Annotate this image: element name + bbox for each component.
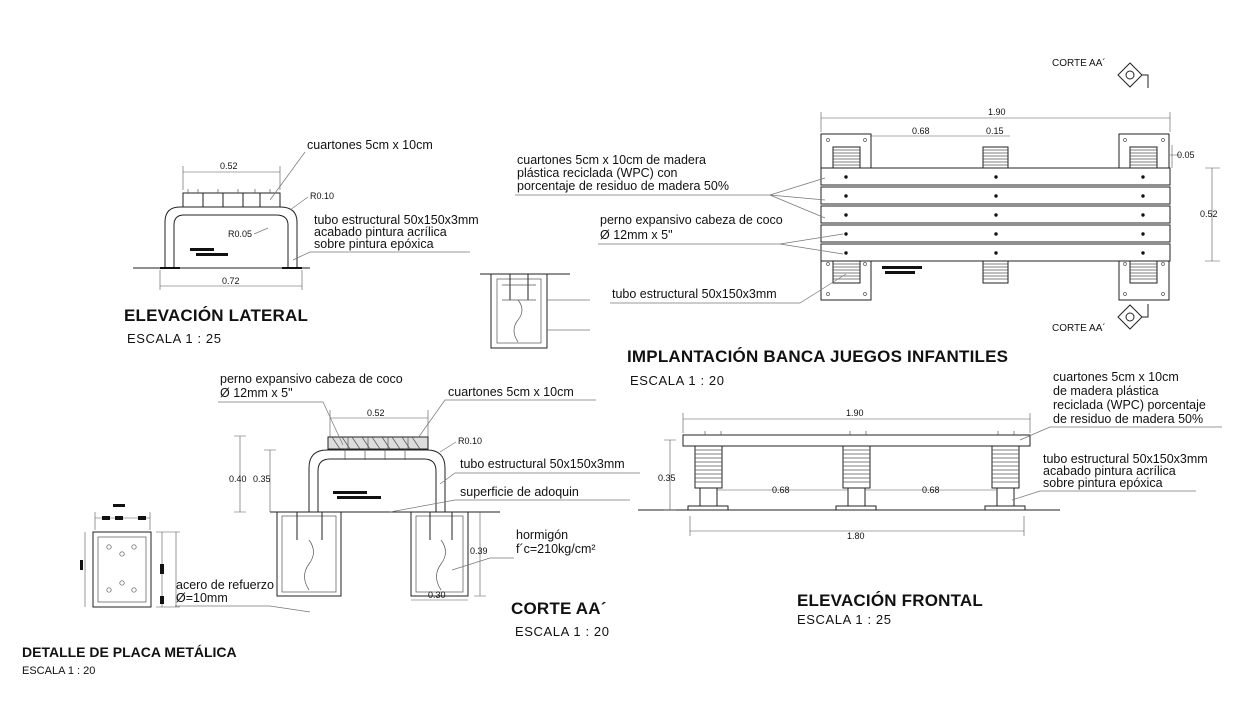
impl-dim-052: 0.52 <box>1200 209 1218 219</box>
corte-dim-030: 0.30 <box>428 590 446 600</box>
elevacion-frontal-drawing: 1.90 0.35 0.68 0.68 1.80 cuartones 5cm x… <box>638 370 1222 541</box>
section-marker-bottom: CORTE AA´ <box>1052 304 1149 334</box>
front-label-tubo-2: acabado pintura acrílica <box>1043 464 1176 478</box>
lat-dim-bottom: 0.72 <box>222 276 240 286</box>
impl-label-cuartones-3: porcentaje de residuo de madera 50% <box>517 179 729 193</box>
elevacion-lateral-title: ELEVACIÓN LATERAL <box>124 306 308 325</box>
front-label-cuartones-2: de madera plástica <box>1053 384 1159 398</box>
corte-drawing: 0.52 0.40 0.35 0.39 0.30 R0.1 <box>175 372 640 613</box>
impl-label-tubo: tubo estructural 50x150x3mm <box>612 287 777 301</box>
front-label-tubo-1: tubo estructural 50x150x3mm <box>1043 452 1208 466</box>
section-marker-top: CORTE AA´ <box>1052 57 1149 88</box>
corte-dim-035: 0.35 <box>253 474 271 484</box>
section-marker-bottom-label: CORTE AA´ <box>1052 322 1106 334</box>
corte-title: CORTE AA´ <box>511 599 607 618</box>
corte-label-tubo: tubo estructural 50x150x3mm <box>460 457 625 471</box>
impl-dim-total: 1.90 <box>988 107 1006 117</box>
corte-radius: R0.10 <box>458 436 482 446</box>
detalle-placa-scale: ESCALA 1 : 20 <box>22 665 95 677</box>
front-label-cuartones-1: cuartones 5cm x 10cm <box>1053 370 1179 384</box>
lat-label-tubo-1: tubo estructural 50x150x3mm <box>314 213 479 227</box>
detalle-placa-title: DETALLE DE PLACA METÁLICA <box>22 644 237 660</box>
front-dim-035: 0.35 <box>658 473 676 483</box>
detalle-placa-drawing <box>80 504 180 608</box>
front-posts <box>687 445 1026 511</box>
implantacion-scale: ESCALA 1 : 20 <box>630 373 725 388</box>
lat-radius-inner: R0.05 <box>228 229 252 239</box>
front-label-cuartones-4: de residuo de madera 50% <box>1053 412 1203 426</box>
front-dim-base: 1.80 <box>847 531 865 541</box>
impl-label-cuartones-2: plástica reciclada (WPC) con <box>517 166 678 180</box>
front-label-tubo-3: sobre pintura epóxica <box>1043 476 1163 490</box>
corte-label-hormigon-2: f´c=210kg/cm² <box>516 542 596 556</box>
lat-label-cuartones: cuartones 5cm x 10cm <box>307 138 433 152</box>
corte-dim-040: 0.40 <box>229 474 247 484</box>
corte-label-acero-1: acero de refuerzo <box>176 578 274 592</box>
corte-scale: ESCALA 1 : 20 <box>515 624 610 639</box>
impl-dim-015: 0.15 <box>986 126 1004 136</box>
implantacion-title: IMPLANTACIÓN BANCA JUEGOS INFANTILES <box>627 347 1008 366</box>
corte-label-acero-2: Ø=10mm <box>176 591 228 605</box>
lat-radius-top: R0.10 <box>310 191 334 201</box>
lat-slats <box>182 189 281 208</box>
foundation-section-detail <box>480 273 590 349</box>
corte-label-perno-2: Ø 12mm x 5" <box>220 386 293 400</box>
impl-label-perno-1: perno expansivo cabeza de coco <box>600 213 783 227</box>
impl-label-perno-2: Ø 12mm x 5" <box>600 228 673 242</box>
corte-label-cuartones: cuartones 5cm x 10cm <box>448 385 574 399</box>
section-marker-top-label: CORTE AA´ <box>1052 57 1106 69</box>
front-label-cuartones-3: reciclada (WPC) porcentaje <box>1053 398 1206 412</box>
corte-label-hormigon-1: hormigón <box>516 528 568 542</box>
corte-label-perno-1: perno expansivo cabeza de coco <box>220 372 403 386</box>
impl-dim-005: 0.05 <box>1177 150 1195 160</box>
implantacion-drawing: 1.90 0.68 0.15 <box>515 107 1220 304</box>
corte-label-superficie: superficie de adoquin <box>460 485 579 499</box>
front-dim-068-b: 0.68 <box>922 485 940 495</box>
elevacion-frontal-scale: ESCALA 1 : 25 <box>797 612 892 627</box>
lat-label-tubo-2: acabado pintura acrílica <box>314 225 447 239</box>
impl-label-cuartones-1: cuartones 5cm x 10cm de madera <box>517 153 706 167</box>
elevacion-lateral-drawing: 0.52 0.72 R0.10 R0.05 cuartones 5cm x 10… <box>133 138 479 290</box>
elevacion-frontal-title: ELEVACIÓN FRONTAL <box>797 591 983 610</box>
lat-dim-top: 0.52 <box>220 161 238 171</box>
corte-dim-039: 0.39 <box>470 546 488 556</box>
front-dim-068-a: 0.68 <box>772 485 790 495</box>
elevacion-lateral-scale: ESCALA 1 : 25 <box>127 331 222 346</box>
lat-label-tubo-3: sobre pintura epóxica <box>314 237 434 251</box>
corte-dim-052: 0.52 <box>367 408 385 418</box>
front-dim-total: 1.90 <box>846 408 864 418</box>
corte-slats <box>327 436 429 450</box>
impl-dim-068: 0.68 <box>912 126 930 136</box>
